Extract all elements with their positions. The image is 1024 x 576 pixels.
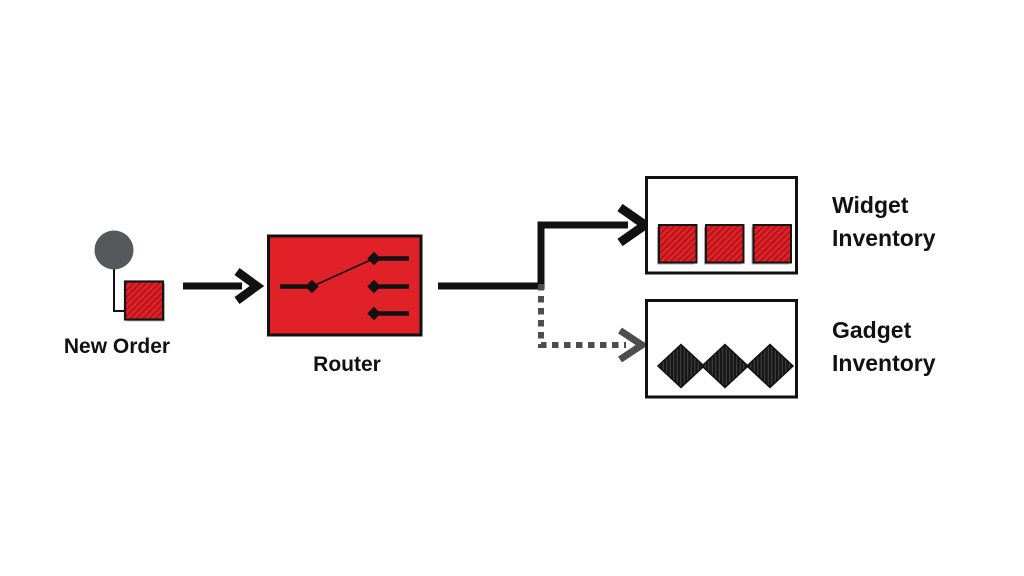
new-order-label: New Order: [63, 335, 171, 358]
widget-item-icon: [658, 224, 698, 264]
new-order-node: [94, 230, 165, 322]
arrow-router-to-widget-solid: [438, 203, 653, 290]
switch-icon: [280, 251, 409, 321]
order-message-circle-icon: [94, 230, 134, 270]
arrow-new-order-to-router: [183, 268, 265, 304]
widget-item-icon: [705, 224, 745, 264]
gadget-inventory-label: Gadget Inventory: [832, 317, 936, 376]
gadget-inventory-node: [645, 299, 798, 399]
gadget-item-icon: [700, 343, 750, 389]
router-node: [267, 234, 423, 337]
router-label: Router: [313, 353, 381, 376]
branch-up-line: [537, 221, 628, 290]
widget-item-icon: [752, 224, 792, 264]
arrowhead-icon: [618, 327, 649, 363]
gadget-item-icon: [745, 343, 795, 389]
order-message-square-icon: [123, 280, 165, 321]
widget-inventory-label: Widget Inventory: [832, 192, 936, 251]
dotted-line: [538, 284, 626, 348]
widget-inventory-node: [645, 176, 798, 275]
order-message-connector: [113, 266, 126, 312]
arrow-router-to-gadget-dotted: [538, 284, 649, 363]
gadget-item-icon: [656, 343, 706, 389]
arrowhead-icon: [234, 268, 265, 304]
